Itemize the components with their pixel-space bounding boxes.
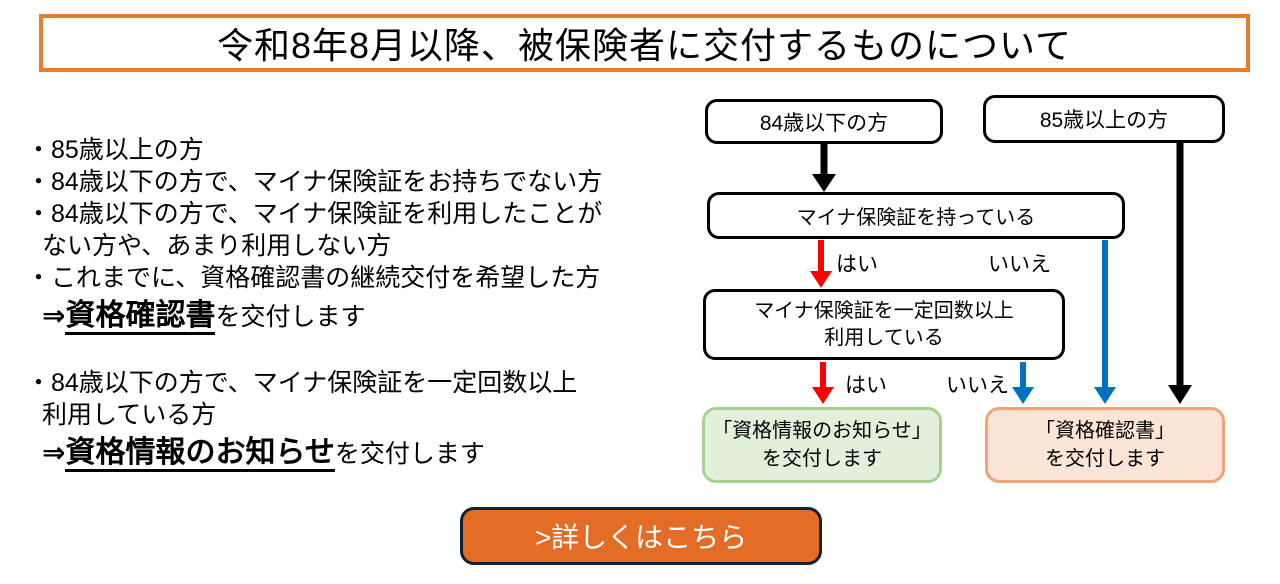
details-button[interactable]: >詳しくはこちら — [460, 507, 822, 565]
flow-result-notice-box: 「資格情報のお知らせ」 を交付します — [702, 407, 942, 483]
bullet-requested-continuation: ・これまでに、資格確認書の継続交付を希望した方 — [26, 264, 601, 292]
arrow-under84-head — [812, 174, 836, 192]
flow-box-uses-myna-card-line1: マイナ保険証を一定回数以上 — [754, 299, 1014, 322]
flow-result-certificate-box: 「資格確認書」 を交付します — [985, 407, 1225, 483]
arrow-yes1-head — [810, 271, 832, 288]
result-notice-strong: 資格情報のお知らせ — [65, 436, 335, 472]
flow-box-has-myna-card-label: マイナ保険証を持っている — [796, 207, 1036, 229]
result-certificate-suffix: を交付します — [215, 303, 366, 331]
flow-result-certificate-line2: を交付します — [1045, 448, 1165, 470]
left-text-panel: ・85歳以上の方 ・84歳以下の方で、マイナ保険証をお持ちでない方 ・84歳以下… — [26, 134, 716, 480]
flow-box-age-under-84-label: 84歳以下の方 — [759, 111, 889, 135]
flow-result-certificate-line1: 「資格確認書」 — [1035, 420, 1175, 442]
result-certificate-line: ⇒資格確認書を交付します — [26, 294, 716, 343]
bullet-84-no-card: ・84歳以下の方で、マイナ保険証をお持ちでない方 — [26, 168, 603, 196]
page-title: 令和8年8月以降、被保険者に交付するものについて — [217, 25, 1072, 66]
arrow-no2-head — [1012, 387, 1034, 404]
title-box: 令和8年8月以降、被保険者に交付するものについて — [39, 14, 1250, 72]
flow-result-notice-line2: を交付します — [762, 448, 882, 470]
flow-box-uses-myna-card: マイナ保険証を一定回数以上 利用している — [703, 289, 1065, 360]
flow-box-age-over-85: 85歳以上の方 — [983, 95, 1225, 143]
result-arrow: ⇒ — [42, 437, 66, 468]
bullet-85-over: ・85歳以上の方 — [26, 136, 204, 164]
result-notice-suffix: を交付します — [334, 440, 485, 468]
flow-label-yes-2: はい — [845, 374, 887, 397]
result-notice-line: ⇒資格情報のお知らせを交付します — [26, 431, 716, 480]
flow-label-no-2: いいえ — [946, 374, 1009, 397]
result-arrow: ⇒ — [42, 300, 66, 331]
result-certificate-strong: 資格確認書 — [65, 299, 216, 335]
arrow-over85-head — [1168, 385, 1192, 404]
flow-box-age-over-85-label: 85歳以上の方 — [1039, 109, 1169, 132]
flow-box-age-under-84: 84歳以下の方 — [705, 99, 943, 144]
details-button-label: >詳しくはこちら — [534, 522, 748, 553]
bullet-84-regular-user-cont: 利用している方 — [42, 401, 217, 429]
arrow-no1-head — [1094, 387, 1116, 404]
flow-label-yes-1: はい — [836, 253, 878, 276]
flow-result-notice-line1: 「資格情報のお知らせ」 — [712, 420, 932, 442]
flow-box-has-myna-card: マイナ保険証を持っている — [707, 192, 1125, 239]
flow-label-no-1: いいえ — [988, 253, 1051, 276]
bullet-84-never-used: ・84歳以下の方で、マイナ保険証を利用したことが — [26, 200, 603, 228]
bullet-84-never-used-cont: ない方や、あまり利用しない方 — [42, 232, 392, 260]
bullet-84-regular-user: ・84歳以下の方で、マイナ保険証を一定回数以上 — [26, 369, 578, 397]
arrow-yes2-head — [812, 387, 834, 404]
flow-box-uses-myna-card-line2: 利用している — [824, 326, 944, 349]
